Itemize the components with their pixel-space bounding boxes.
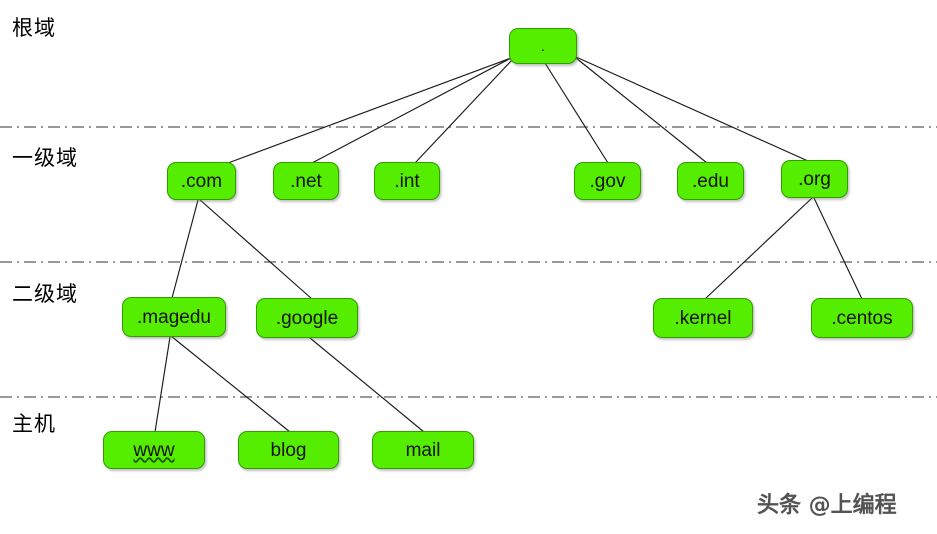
domain-node-label-mail: mail — [405, 439, 441, 461]
domain-node-label-net: .net — [290, 170, 322, 192]
domain-node-google[interactable]: .google — [256, 298, 358, 338]
edge-root-com — [227, 57, 512, 164]
domain-node-label-root: . — [541, 38, 545, 54]
tier-label-second-tier: 二级域 — [12, 282, 78, 306]
domain-node-label-kernel: .kernel — [674, 307, 732, 329]
edge-root-org — [575, 56, 809, 162]
watermark-text: 头条 @上编程 — [757, 493, 897, 518]
domain-node-label-int: .int — [394, 170, 420, 192]
edge-root-int — [414, 59, 513, 164]
edge-google-mail — [309, 337, 425, 433]
edge-org-centos — [813, 197, 863, 300]
domain-node-root[interactable]: . — [509, 28, 577, 64]
edge-root-gov — [544, 62, 609, 164]
domain-node-label-edu: .edu — [692, 170, 729, 192]
domain-node-gov[interactable]: .gov — [574, 162, 641, 200]
domain-node-label-centos: .centos — [831, 307, 893, 329]
domain-node-blog[interactable]: blog — [238, 431, 339, 469]
domain-node-label-google: .google — [275, 307, 339, 329]
edge-magedu-blog — [170, 335, 291, 433]
domain-node-label-org: .org — [798, 168, 831, 190]
edge-org-kernel — [704, 197, 813, 300]
tier-label-root-tier: 根域 — [12, 16, 56, 40]
domain-node-label-magedu: .magedu — [137, 306, 211, 328]
domain-node-org[interactable]: .org — [781, 160, 848, 198]
domain-node-magedu[interactable]: .magedu — [122, 297, 226, 337]
edge-com-magedu — [171, 199, 199, 299]
tier-label-tld-tier: 一级域 — [12, 146, 78, 170]
domain-node-label-com: .com — [180, 170, 223, 192]
edge-root-edu — [575, 57, 708, 164]
domain-node-label-www: www — [133, 439, 175, 461]
domain-node-kernel[interactable]: .kernel — [653, 298, 753, 338]
domain-node-www[interactable]: www — [103, 431, 205, 469]
domain-node-label-gov: .gov — [589, 170, 626, 192]
domain-node-mail[interactable]: mail — [372, 431, 474, 469]
domain-node-com[interactable]: .com — [167, 162, 236, 200]
domain-node-edu[interactable]: .edu — [677, 162, 744, 200]
edge-root-net — [311, 57, 512, 164]
edge-com-google — [198, 198, 313, 300]
domain-node-int[interactable]: .int — [374, 162, 440, 200]
domain-node-net[interactable]: .net — [273, 162, 339, 200]
tier-label-host-tier: 主机 — [12, 412, 56, 436]
edge-magedu-www — [154, 336, 171, 433]
domain-node-label-blog: blog — [270, 439, 307, 461]
domain-node-centos[interactable]: .centos — [811, 298, 913, 338]
